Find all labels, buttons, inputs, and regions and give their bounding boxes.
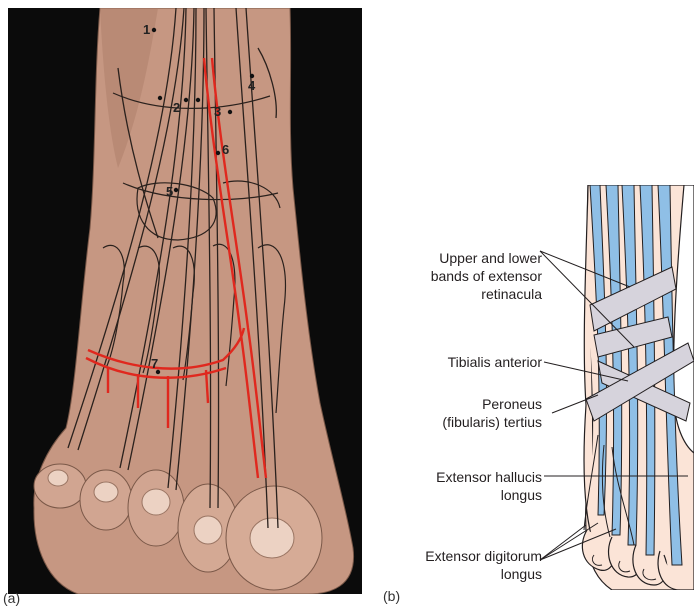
label-tibialis-line-1: Tibialis anterior — [448, 353, 542, 371]
label-digitorum-line-1: Extensor digitorum — [425, 547, 542, 565]
label-retinacula-line-3: retinacula — [431, 285, 542, 303]
label-extensor-digitorum: Extensor digitorum longus — [425, 547, 542, 583]
marker-7: 7 — [151, 356, 158, 371]
label-digitorum-line-2: longus — [425, 565, 542, 583]
label-tibialis-anterior: Tibialis anterior — [448, 353, 542, 371]
extensor-diagram — [372, 185, 694, 590]
label-retinacula: Upper and lower bands of extensor retina… — [431, 249, 542, 303]
marker-4: 4 — [248, 78, 256, 93]
marker-5: 5 — [166, 184, 173, 199]
marker-2: 2 — [173, 100, 180, 115]
panel-a-caption: (a) — [3, 590, 20, 606]
label-peroneus-line-1: Peroneus — [442, 395, 542, 413]
label-retinacula-line-1: Upper and lower — [431, 249, 542, 267]
label-peroneus-tertius: Peroneus (fibularis) tertius — [442, 395, 542, 431]
marker-1: 1 — [143, 22, 150, 37]
marker-6: 6 — [222, 142, 229, 157]
panel-b-caption: (b) — [383, 588, 400, 604]
label-extensor-hallucis: Extensor hallucis longus — [436, 468, 542, 504]
label-peroneus-line-2: (fibularis) tertius — [442, 413, 542, 431]
label-hallucis-line-1: Extensor hallucis — [436, 468, 542, 486]
marker-3: 3 — [214, 104, 221, 119]
foot-photo-panel: 1 2 3 4 5 6 7 — [8, 8, 362, 594]
label-retinacula-line-2: bands of extensor — [431, 267, 542, 285]
label-hallucis-line-2: longus — [436, 486, 542, 504]
